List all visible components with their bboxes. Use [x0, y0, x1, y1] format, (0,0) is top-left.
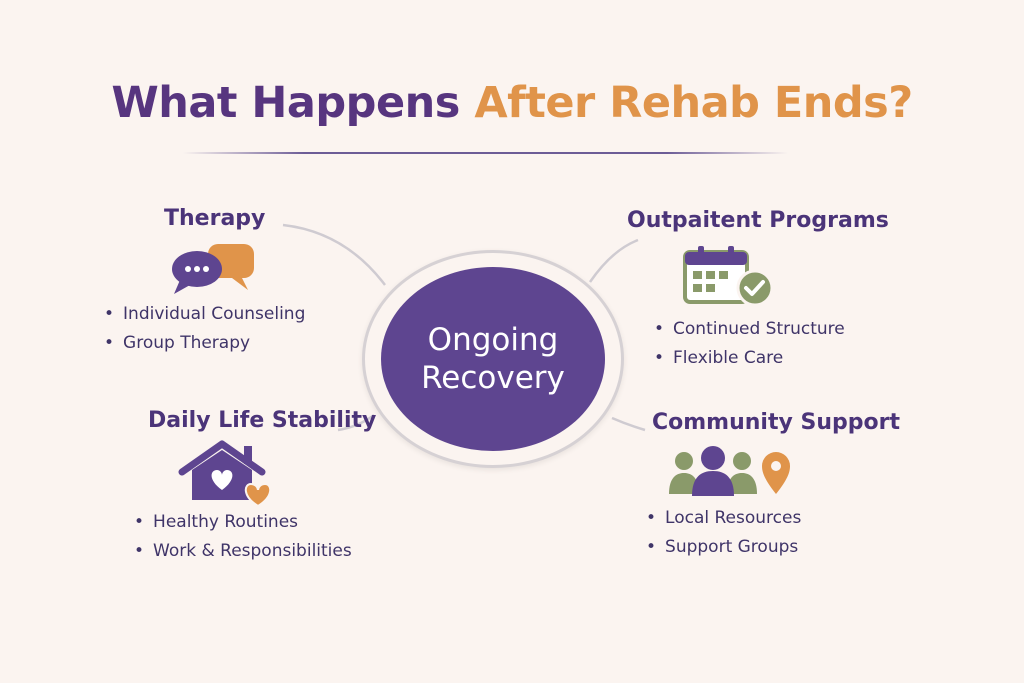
title-part-1: What Happens [111, 78, 460, 128]
community-title: Community Support [652, 410, 900, 435]
list-item: Flexible Care [654, 344, 845, 373]
list-item: Work & Responsibilities [134, 537, 352, 566]
center-line-1: Ongoing [427, 322, 559, 358]
list-item: Individual Counseling [104, 300, 305, 329]
daily-life-list: Healthy Routines Work & Responsibilities [134, 508, 352, 566]
center-hub: Ongoing Recovery [362, 250, 624, 468]
community-list: Local Resources Support Groups [646, 504, 801, 562]
center-circle: Ongoing Recovery [381, 267, 605, 451]
connector-daily-life [337, 413, 375, 432]
connector-therapy [282, 223, 386, 286]
title-part-2: After Rehab Ends? [474, 78, 913, 128]
outpatient-list: Continued Structure Flexible Care [654, 315, 845, 373]
calendar-check-icon [683, 246, 774, 306]
list-item: Local Resources [646, 504, 801, 533]
list-item: Healthy Routines [134, 508, 352, 537]
page-title: What Happens After Rehab Ends? [0, 78, 1024, 128]
connector-community [611, 416, 646, 432]
therapy-title: Therapy [164, 206, 266, 231]
people-location-icon [669, 446, 790, 496]
title-divider [183, 152, 788, 154]
outpatient-title: Outpaitent Programs [627, 208, 889, 233]
list-item: Support Groups [646, 533, 801, 562]
center-line-2: Recovery [421, 360, 565, 396]
daily-life-title: Daily Life Stability [148, 408, 377, 433]
list-item: Group Therapy [104, 329, 305, 358]
chat-bubbles-icon [172, 244, 254, 294]
therapy-list: Individual Counseling Group Therapy [104, 300, 305, 358]
list-item: Continued Structure [654, 315, 845, 344]
house-heart-icon [178, 440, 272, 508]
connector-outpatient [588, 238, 639, 283]
